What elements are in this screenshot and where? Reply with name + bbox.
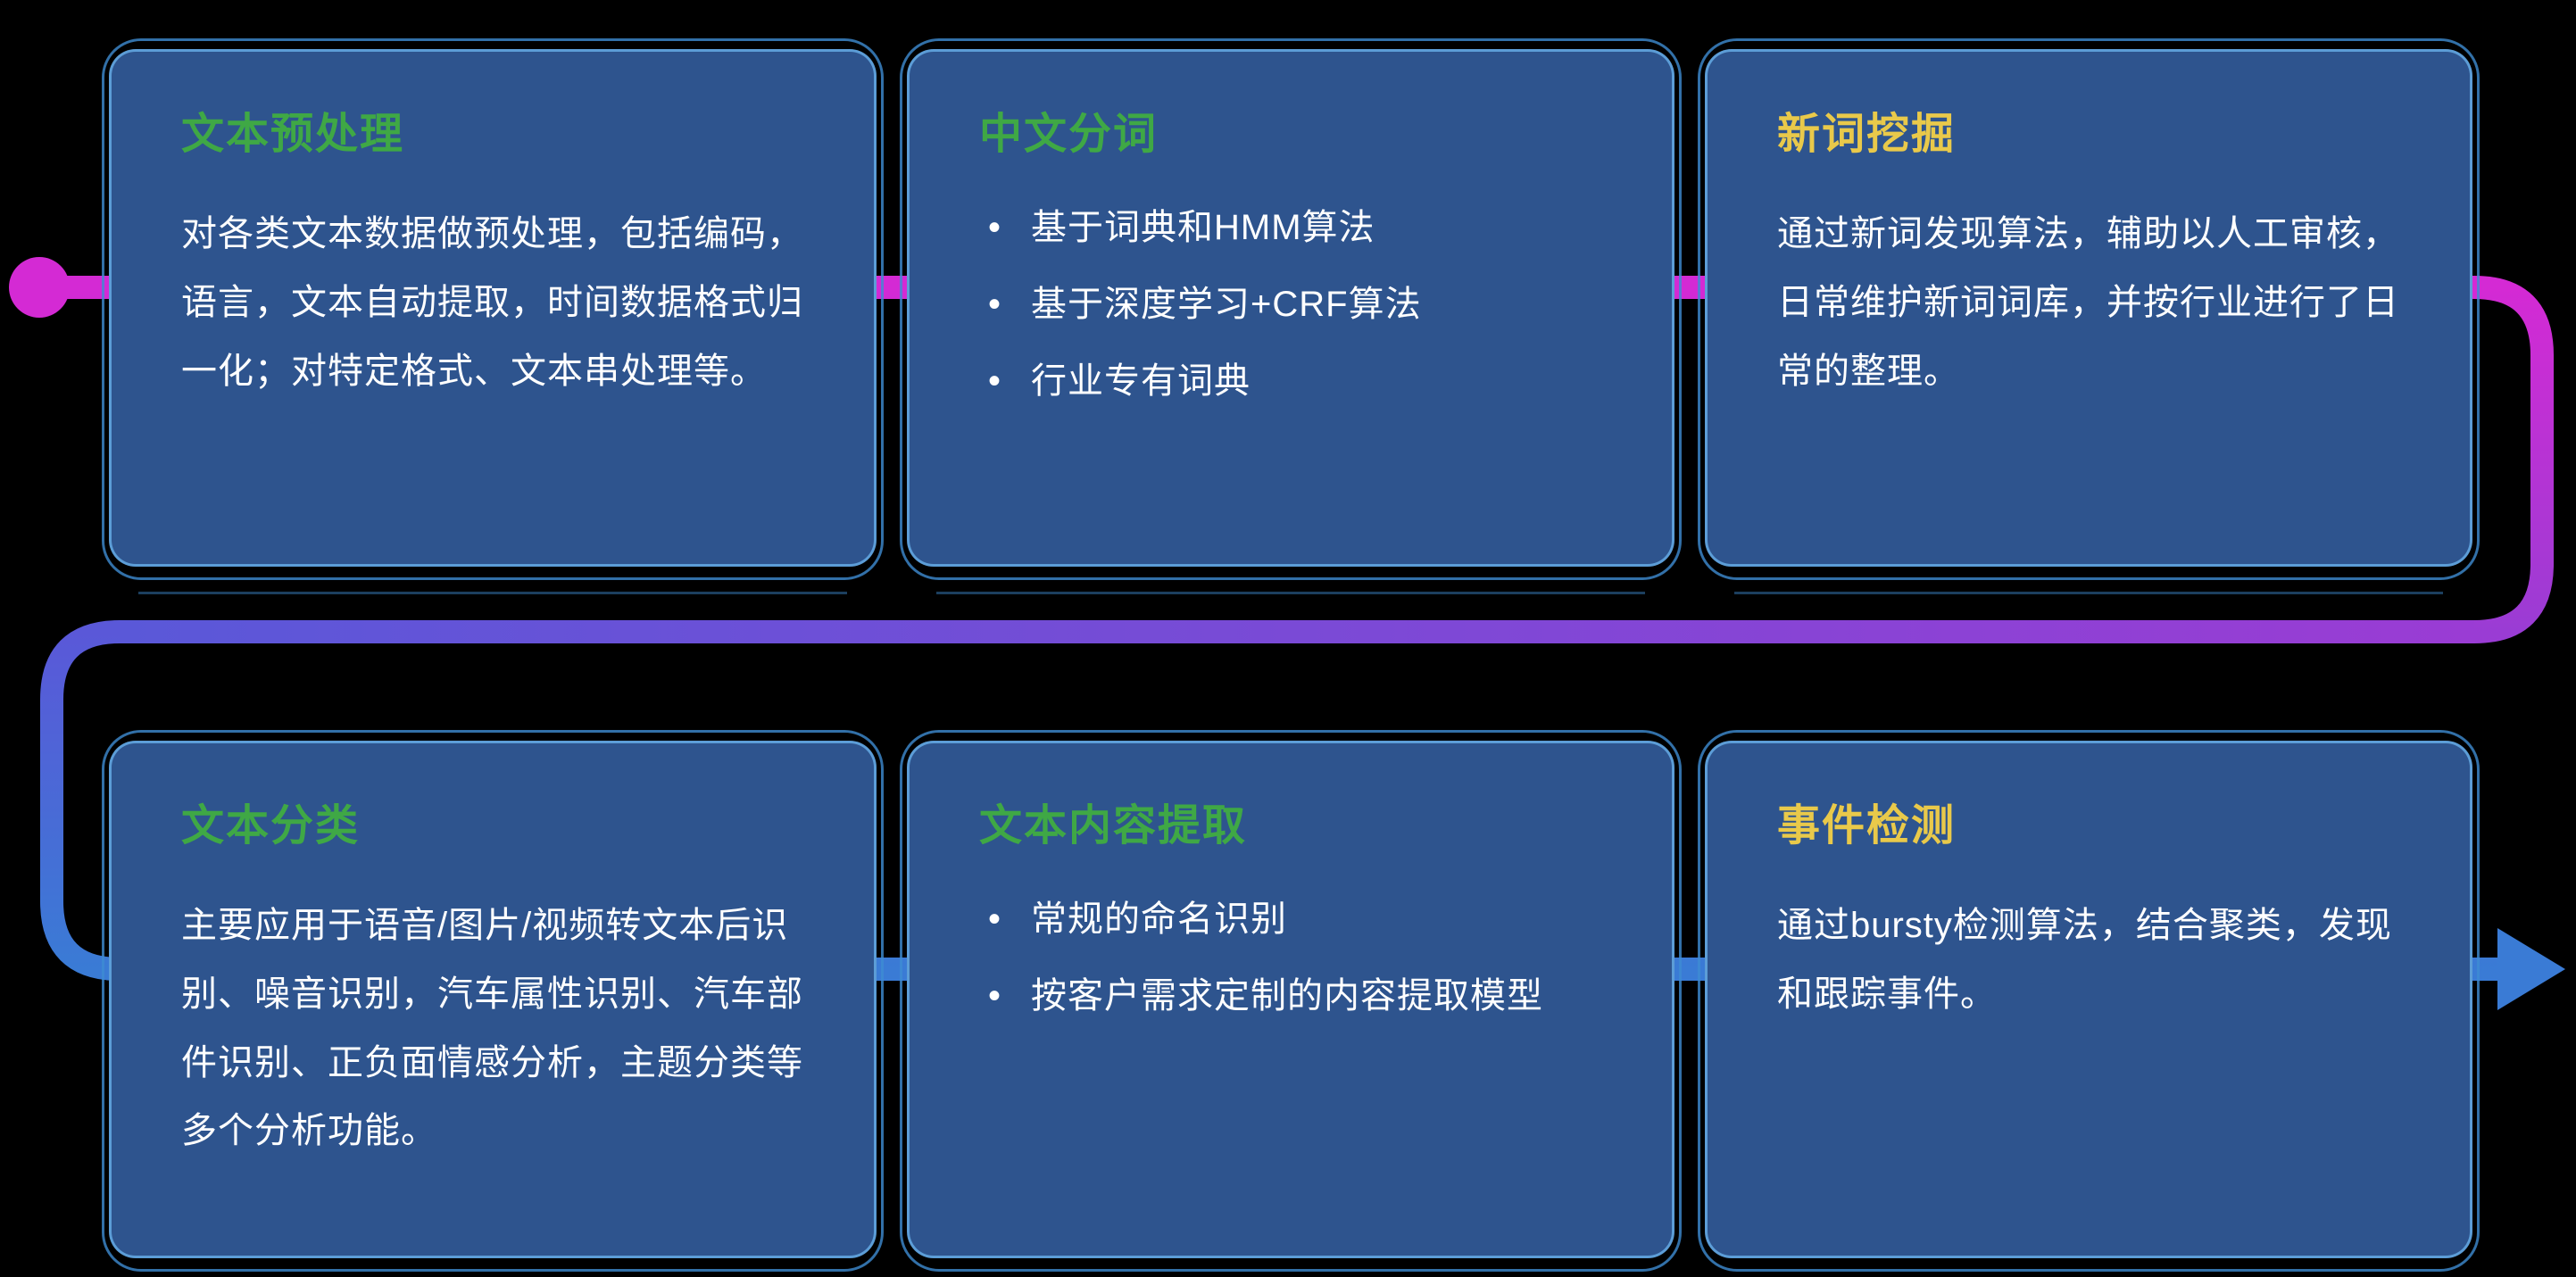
card-event-detection: 事件检测 通过bursty检测算法，结合聚类，发现和跟踪事件。 xyxy=(1698,730,2480,1272)
bullet-item: 基于深度学习+CRF算法 xyxy=(979,277,1602,332)
card-body: 通过bursty检测算法，结合聚类，发现和跟踪事件。 xyxy=(1777,906,2392,1014)
card-text-content-extraction: 文本内容提取 常规的命名识别 按客户需求定制的内容提取模型 xyxy=(900,730,1682,1272)
card-body: 对各类文本数据做预处理，包括编码，语言，文本自动提取，时间数据格式归一化；对特定… xyxy=(181,214,803,391)
card-chinese-word-segmentation: 中文分词 基于词典和HMM算法 基于深度学习+CRF算法 行业专有词典 xyxy=(900,38,1682,594)
card-title: 中文分词 xyxy=(979,111,1159,158)
flow-line-row2 xyxy=(40,620,2499,981)
card-title: 事件检测 xyxy=(1777,802,1957,850)
card-title: 文本分类 xyxy=(181,802,361,850)
card-title: 文本预处理 xyxy=(181,111,405,158)
card-body: 通过新词发现算法，辅助以人工审核，日常维护新词词库，并按行业进行了日常的整理。 xyxy=(1777,214,2399,391)
bullet-item: 基于词典和HMM算法 xyxy=(979,200,1602,255)
card-text-classification: 文本分类 主要应用于语音/图片/视频转文本后识别、噪音识别，汽车属性识别、汽车部… xyxy=(102,730,884,1272)
flow-end-arrow-icon xyxy=(2497,928,2565,1010)
flow-start-dot-icon xyxy=(9,257,70,318)
card-bullet-list: 常规的命名识别 按客户需求定制的内容提取模型 xyxy=(979,891,1602,1024)
card-title: 文本内容提取 xyxy=(979,802,1248,850)
card-body: 主要应用于语音/图片/视频转文本后识别、噪音识别，汽车属性识别、汽车部件识别、正… xyxy=(181,906,803,1151)
bullet-item: 行业专有词典 xyxy=(979,353,1602,409)
card-title: 新词挖掘 xyxy=(1777,111,1957,158)
flow-line-row1 xyxy=(39,276,2554,643)
card-new-word-mining: 新词挖掘 通过新词发现算法，辅助以人工审核，日常维护新词词库，并按行业进行了日常… xyxy=(1698,38,2480,594)
bullet-item: 常规的命名识别 xyxy=(979,891,1602,947)
card-bullet-list: 基于词典和HMM算法 基于深度学习+CRF算法 行业专有词典 xyxy=(979,200,1602,409)
bullet-item: 按客户需求定制的内容提取模型 xyxy=(979,968,1602,1024)
card-text-preprocessing: 文本预处理 对各类文本数据做预处理，包括编码，语言，文本自动提取，时间数据格式归… xyxy=(102,38,884,594)
